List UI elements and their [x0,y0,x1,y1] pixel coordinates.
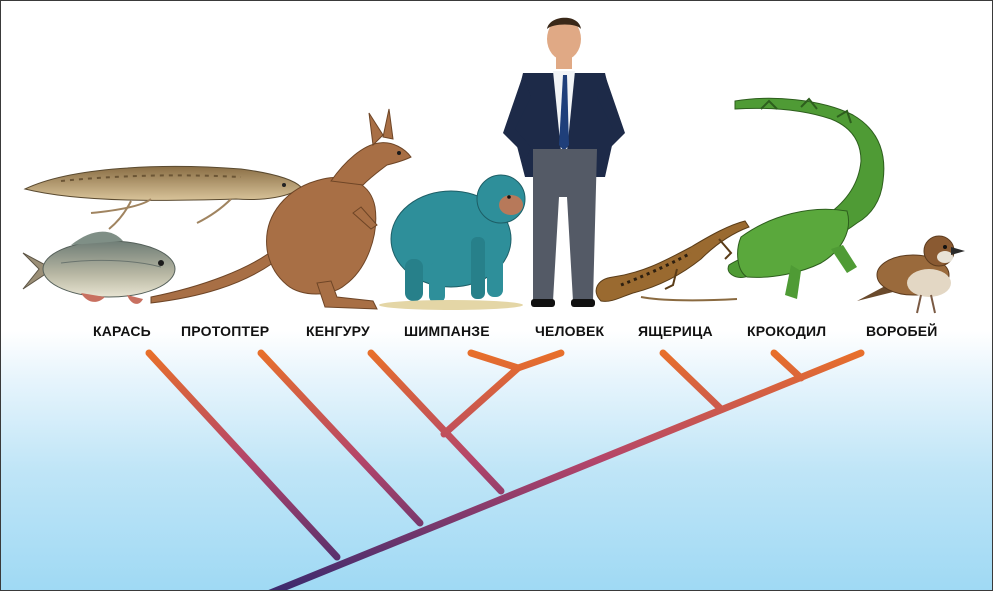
label-krokodil: КРОКОДИЛ [747,323,826,339]
branch-primates [444,368,518,434]
label-vorobey: ВОРОБЕЙ [866,323,938,339]
crucian-carp-icon [23,232,175,304]
branch-shimpanze [471,353,518,368]
branch-kenguru [371,353,501,491]
main-trunk [263,353,861,591]
kangaroo-icon [151,109,411,309]
label-protopter: ПРОТОПТЕР [181,323,269,339]
label-karas: КАРАСЬ [93,323,151,339]
sparrow-icon [857,236,965,313]
lungfish-icon [25,166,301,229]
branch-yashcheritsa [663,353,721,409]
label-kenguru: КЕНГУРУ [306,323,370,339]
lizard-icon [596,221,749,301]
human-icon [503,18,625,307]
branch-chelovek [518,353,561,368]
chimpanzee-icon [379,175,525,310]
label-shimpanze: ШИМПАНЗЕ [404,323,490,339]
label-chelovek: ЧЕЛОВЕК [535,323,604,339]
cladogram [149,353,861,591]
branch-karas [149,353,337,557]
branch-krokodil [774,353,801,378]
label-yashcheritsa: ЯЩЕРИЦА [638,323,713,339]
crocodile-icon [728,98,884,299]
